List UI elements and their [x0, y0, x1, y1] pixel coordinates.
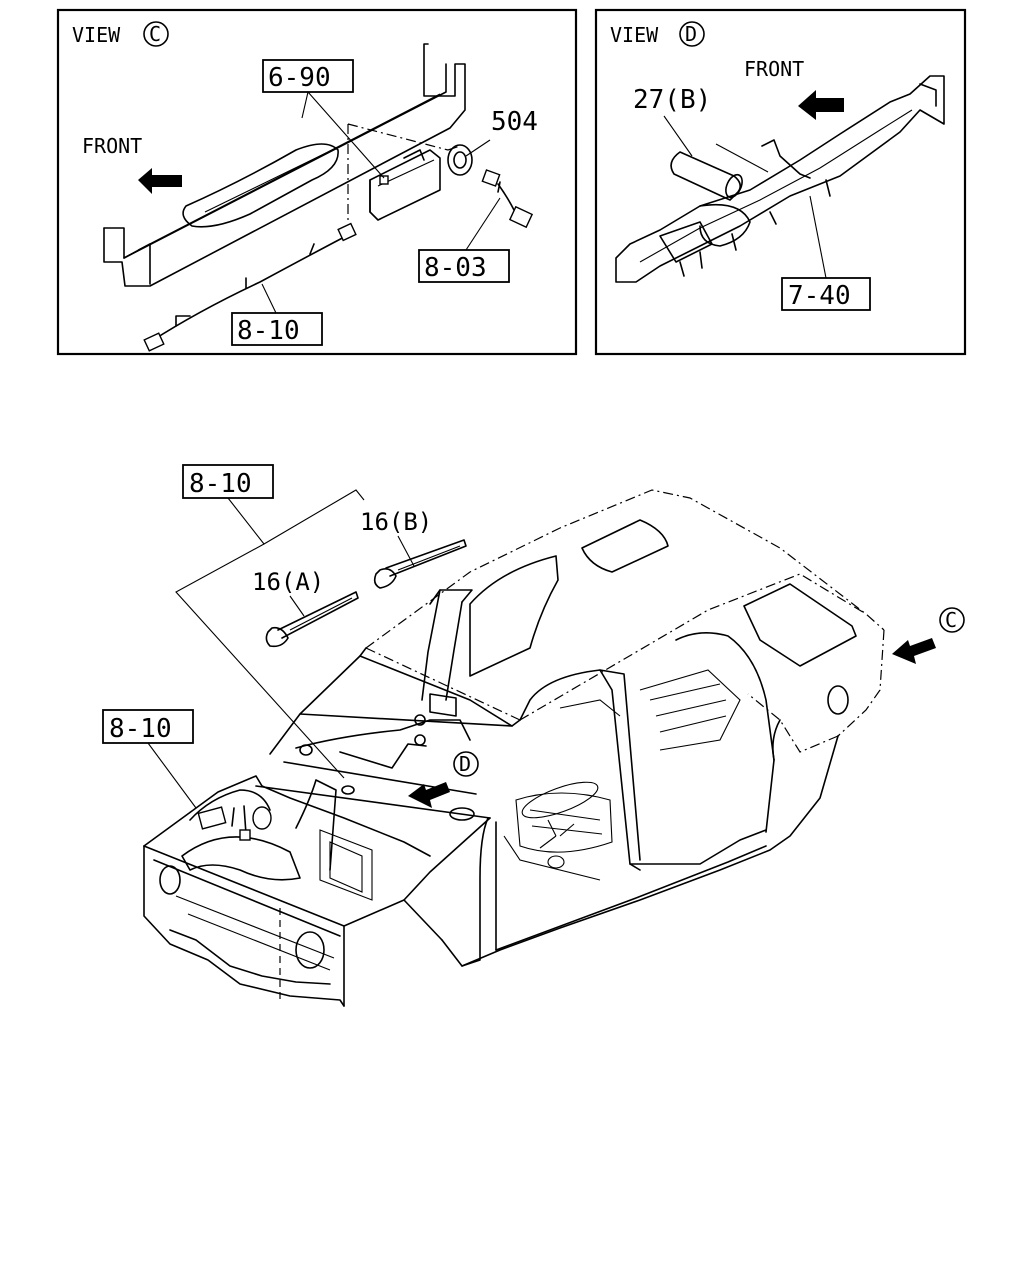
svg-text:8-10: 8-10	[109, 714, 172, 744]
cable-tie-16b-drawing	[373, 539, 467, 589]
part-label-8-10-top: 8-10	[175, 464, 365, 779]
svg-text:D: D	[459, 752, 471, 776]
vehicle-body-drawing	[143, 489, 885, 1007]
part-label-8-10-view-c: 8-10	[231, 283, 323, 346]
svg-text:27(B): 27(B)	[633, 85, 711, 115]
view-d-panel: VIEW D FRONT 27(B)	[594, 8, 967, 356]
front-arrow-icon	[138, 168, 182, 194]
view-d-badge: D	[679, 21, 705, 47]
view-c-badge: C	[143, 21, 169, 47]
svg-text:8-10: 8-10	[237, 316, 300, 346]
view-c-front-label: FRONT	[82, 134, 142, 158]
view-d-title: VIEW	[610, 23, 659, 47]
part-label-16-b: 16(B)	[360, 508, 432, 567]
svg-text:16(B): 16(B)	[360, 508, 432, 536]
part-label-16-a: 16(A)	[252, 568, 324, 617]
svg-text:16(A): 16(A)	[252, 568, 324, 596]
part-label-8-03: 8-03	[418, 197, 510, 283]
part-label-8-10-left: 8-10	[102, 709, 197, 809]
part-label-6-90: 6-90	[262, 59, 385, 179]
svg-text:8-10: 8-10	[189, 469, 252, 499]
front-arrow-icon	[798, 90, 844, 120]
svg-text:7-40: 7-40	[788, 281, 851, 311]
part-label-7-40: 7-40	[781, 195, 871, 311]
harness-803-drawing	[481, 169, 534, 229]
svg-text:504: 504	[491, 107, 538, 137]
view-c-title: VIEW	[72, 23, 121, 47]
svg-text:D: D	[685, 22, 697, 46]
bracket-drawing	[369, 149, 441, 221]
part-label-504: 504	[465, 107, 538, 157]
part-label-27-b: 27(B)	[633, 85, 711, 157]
view-d-marker: D	[453, 751, 479, 777]
cushion-27b-drawing	[670, 143, 769, 201]
view-c-arrow-icon	[892, 638, 936, 664]
harness-810-drawing	[143, 222, 357, 352]
view-d-frame	[594, 8, 967, 356]
svg-text:C: C	[945, 608, 957, 632]
view-d-arrow-icon	[408, 782, 450, 808]
view-c-alignment-lines	[347, 123, 461, 220]
svg-text:6-90: 6-90	[268, 63, 331, 93]
floor-side-rail-drawing	[103, 43, 466, 287]
view-c-panel: VIEW C FRONT	[56, 8, 578, 356]
cable-tie-16a-drawing	[265, 591, 359, 648]
view-c-marker: C	[939, 607, 965, 633]
view-d-front-label: FRONT	[744, 57, 804, 81]
grommet-drawing	[447, 144, 473, 176]
svg-text:8-03: 8-03	[424, 253, 487, 283]
svg-text:C: C	[149, 22, 161, 46]
view-c-frame	[56, 8, 578, 356]
